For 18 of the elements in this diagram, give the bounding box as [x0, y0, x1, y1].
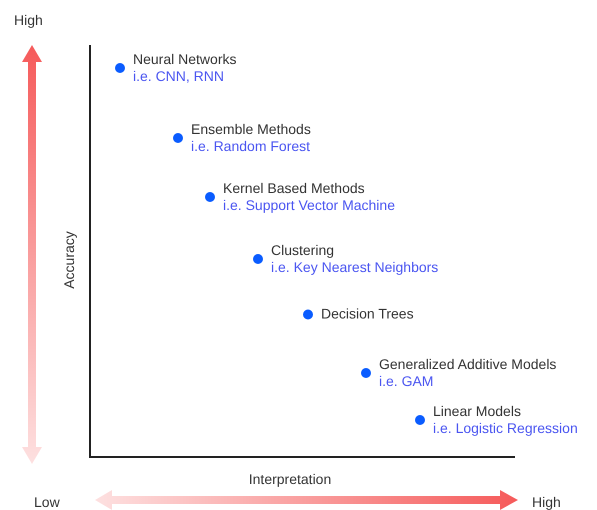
scale-label: Low — [34, 494, 60, 510]
method-name: Generalized Additive Models — [379, 356, 556, 373]
example-text: i.e. Logistic Regression — [433, 420, 578, 437]
example-text: i.e. Key Nearest Neighbors — [271, 259, 438, 276]
scale-label: High — [14, 12, 43, 28]
example-text: i.e. Support Vector Machine — [223, 197, 395, 214]
example-text: i.e. Random Forest — [191, 138, 311, 155]
method-name: Clustering — [271, 242, 336, 259]
method-name: Ensemble Methods — [191, 121, 311, 138]
example-text: i.e. CNN, RNN — [133, 68, 226, 85]
method-name: Decision Trees — [321, 306, 414, 322]
method-name: Linear Models — [433, 403, 522, 420]
scale-label: High — [532, 494, 561, 510]
example-text: i.e. GAM — [379, 373, 434, 390]
method-name: Kernel Based Methods — [223, 180, 366, 197]
axis-title: Interpretation — [248, 471, 332, 487]
method-name: Neural Networks — [133, 51, 236, 68]
axis-title: Accuracy — [61, 231, 77, 289]
